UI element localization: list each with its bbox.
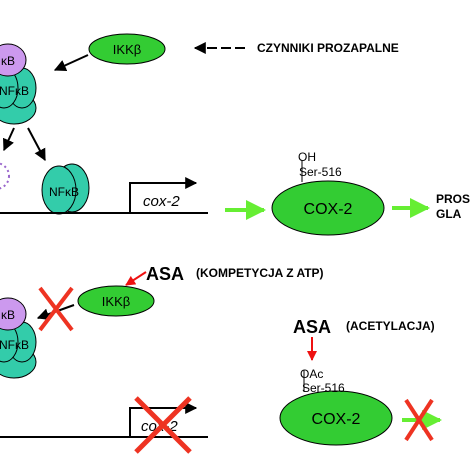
ser516-label-top: Ser-516 [299,165,342,179]
ikb-label-2: κB [1,308,15,322]
cox2-label-top: COX-2 [304,201,353,218]
cox2-gene-label-top: cox-2 [143,193,180,210]
product-label-line2: GLA [436,207,462,221]
asa-label-cox: ASA [293,317,331,337]
ikk-beta-label: IKKβ [113,42,141,57]
asa-mechanism-ikk: (KOMPETYCJA Z ATP) [196,266,324,280]
hydroxyl-label: OH [298,150,316,164]
inhibition-cross-product [404,398,434,442]
asa-to-ikk-arrow [125,271,147,286]
product-label-line1: PROS [436,192,470,206]
ikb-inhibitor [0,43,27,77]
ikk-to-complex-arrow [53,54,89,71]
promoter-arrow-bottom [129,402,198,437]
acetyl-label: OAc [300,367,323,381]
ikb-degraded [0,162,10,190]
inhibition-cross-gene [134,396,192,454]
asa-mechanism-cox: (ACETYLACJA) [346,319,435,333]
ikb-release-arrow [3,127,15,152]
cox2-enzyme-top [271,180,385,236]
asa-label-ikk: ASA [146,264,184,284]
ikk-beta-ellipse [88,33,166,65]
ikb-label: κB [1,54,15,68]
nfkb-complex-label-2: NFκB [0,338,29,352]
promoter-arrow-top [129,177,198,213]
cox2-label-bottom: COX-2 [312,411,361,428]
inhibition-cross-ikk [38,286,74,332]
ikk-beta-label-inhibited: IKKβ [102,294,130,309]
nfkb-translocation-arrow [27,127,46,162]
stimulus-label: CZYNNIKI PROZAPALNE [257,41,399,55]
ser516-label-bottom: Ser-516 [302,381,345,395]
cox2-enzyme-bottom [279,390,393,446]
bottom-panel: ASA (KOMPETYCJA Z ATP) IKKβ NFκB κB cox-… [0,264,442,454]
ikb-inhibitor-2 [0,297,27,331]
nfkb-nuclear-label: NFκB [49,185,79,199]
nfkb-complex-label: NFκB [0,84,29,98]
ikk-beta-ellipse-inhibited [77,285,155,317]
top-panel: IKKβ CZYNNIKI PROZAPALNE NFκB κB NFκB co… [0,33,470,236]
